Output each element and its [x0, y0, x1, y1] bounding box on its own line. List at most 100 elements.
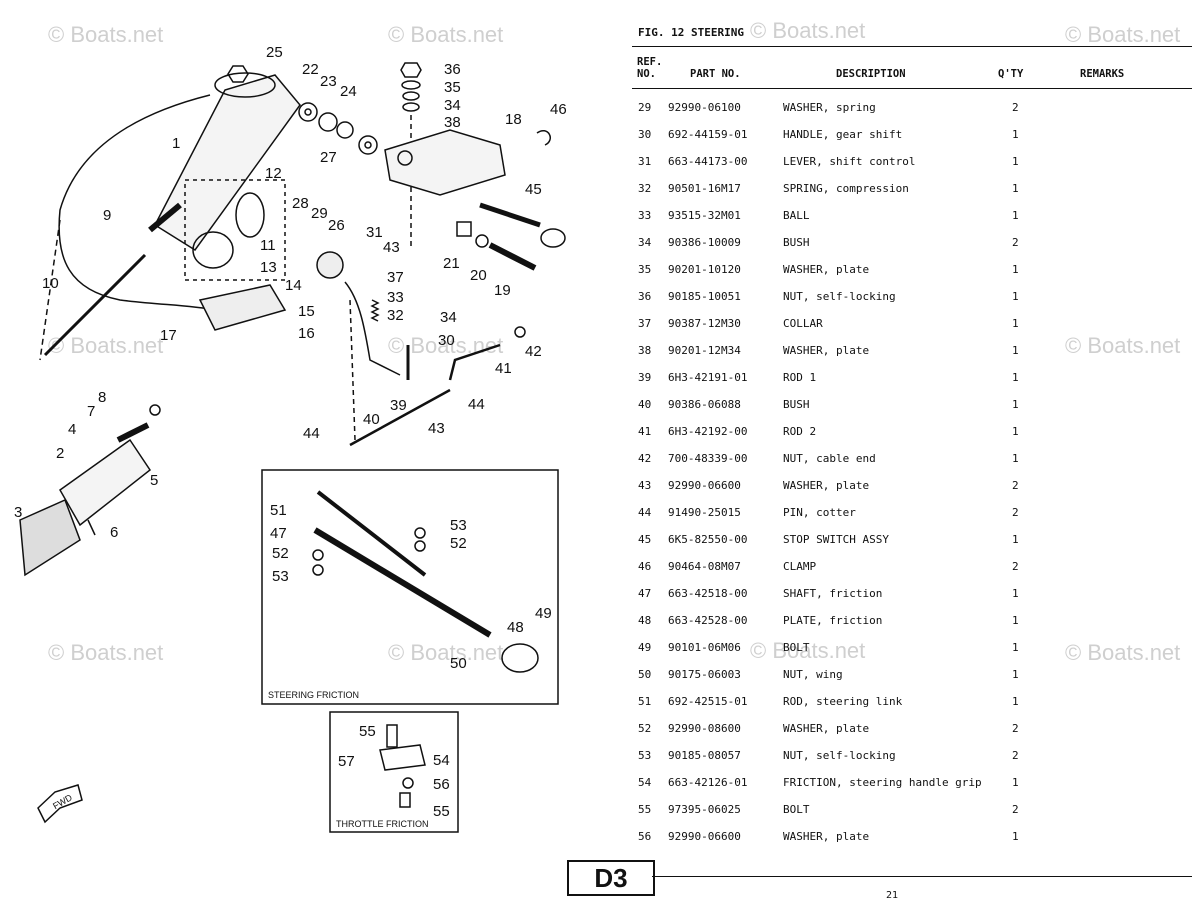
callout-18: 18 [505, 111, 522, 128]
ref-cell: 40 [638, 398, 652, 411]
callout-24: 24 [340, 83, 357, 100]
ref-cell: 51 [638, 695, 652, 708]
callout-46: 46 [550, 101, 567, 118]
callout-6: 6 [110, 524, 118, 541]
qty-cell: 2 [1012, 101, 1019, 114]
footer-rule [652, 876, 1192, 877]
callout-17: 17 [160, 327, 177, 344]
ref-cell: 36 [638, 290, 652, 303]
callout-51: 51 [270, 502, 287, 519]
ref-cell: 31 [638, 155, 652, 168]
qty-cell: 1 [1012, 830, 1019, 843]
ref-cell: 44 [638, 506, 652, 519]
ref-cell: 43 [638, 479, 652, 492]
callout-53-left: 53 [272, 568, 289, 585]
col-header-qty: Q'TY [998, 68, 1024, 80]
callout-55-lower: 55 [433, 803, 450, 820]
description-cell: NUT, wing [783, 668, 843, 681]
part-number-cell: 6H3-42192-00 [668, 425, 748, 438]
ref-cell: 47 [638, 587, 652, 600]
qty-cell: 1 [1012, 614, 1019, 627]
callout-21: 21 [443, 255, 460, 272]
ref-cell: 49 [638, 641, 652, 654]
callout-52: 52 [450, 535, 467, 552]
part-number-cell: 90201-12M34 [668, 344, 741, 357]
callout-33: 33 [387, 289, 404, 306]
description-cell: BUSH [783, 398, 810, 411]
description-cell: PIN, cotter [783, 506, 856, 519]
callout-55: 55 [359, 723, 376, 740]
callout-12: 12 [265, 165, 282, 182]
ref-cell: 56 [638, 830, 652, 843]
qty-cell: 1 [1012, 371, 1019, 384]
callout-32: 32 [387, 307, 404, 324]
qty-cell: 1 [1012, 182, 1019, 195]
watermark: © Boats.net [48, 640, 164, 665]
part-number-cell: 700-48339-00 [668, 452, 748, 465]
ref-cell: 41 [638, 425, 652, 438]
callout-56: 56 [433, 776, 450, 793]
ref-cell: 45 [638, 533, 652, 546]
part-number-cell: 692-44159-01 [668, 128, 748, 141]
callout-26: 26 [328, 217, 345, 234]
qty-cell: 1 [1012, 587, 1019, 600]
callout-8: 8 [98, 389, 106, 406]
ref-cell: 42 [638, 452, 652, 465]
callout-14: 14 [285, 277, 302, 294]
ref-cell: 32 [638, 182, 652, 195]
callout-27: 27 [320, 149, 337, 166]
callout-31: 31 [366, 224, 383, 241]
callout-2: 2 [56, 445, 64, 462]
callout-7: 7 [87, 403, 95, 420]
ref-cell: 55 [638, 803, 652, 816]
qty-cell: 2 [1012, 479, 1019, 492]
parts-list: FIG. 12 STEERING REF. NO. PART NO. DESCR… [630, 0, 1200, 912]
callout-34-lower: 34 [440, 309, 457, 326]
exploded-parts-diagram: 1 2 3 4 5 6 7 8 9 10 11 12 13 14 15 16 1… [14, 44, 567, 833]
qty-cell: 1 [1012, 668, 1019, 681]
part-number-cell: 97395-06025 [668, 803, 741, 816]
page-badge: D3 [567, 860, 655, 896]
ref-cell: 39 [638, 371, 652, 384]
callout-43: 43 [383, 239, 400, 256]
watermark: © Boats.net [750, 18, 866, 43]
description-cell: ROD 2 [783, 425, 817, 438]
callout-37: 37 [387, 269, 404, 286]
ref-cell: 50 [638, 668, 652, 681]
description-cell: NUT, self-locking [783, 749, 896, 762]
callout-25: 25 [266, 44, 283, 61]
qty-cell: 1 [1012, 533, 1019, 546]
part-number-cell: 90201-10120 [668, 263, 741, 276]
description-cell: ROD, steering link [783, 695, 903, 708]
part-number-cell: 92990-06600 [668, 479, 741, 492]
description-cell: SPRING, compression [783, 182, 909, 195]
ref-cell: 54 [638, 776, 652, 789]
part-number-cell: 6H3-42191-01 [668, 371, 748, 384]
description-cell: ROD 1 [783, 371, 817, 384]
part-number-cell: 6K5-82550-00 [668, 533, 748, 546]
table-row: 39 6H3-42191-01 ROD 1 1 [630, 371, 1190, 398]
callout-34: 34 [444, 97, 461, 114]
callout-38: 38 [444, 114, 461, 131]
part-number-cell: 90501-16M17 [668, 182, 741, 195]
callout-23: 23 [320, 73, 337, 90]
qty-cell: 2 [1012, 236, 1019, 249]
callout-29: 29 [311, 205, 328, 222]
col-header-ref: REF. NO. [637, 56, 663, 80]
ref-cell: 52 [638, 722, 652, 735]
description-cell: CLAMP [783, 560, 817, 573]
callout-53: 53 [450, 517, 467, 534]
callout-1: 1 [172, 135, 180, 152]
callout-28: 28 [292, 195, 309, 212]
part-number-cell: 663-42126-01 [668, 776, 748, 789]
qty-cell: 1 [1012, 641, 1019, 654]
ref-cell: 48 [638, 614, 652, 627]
